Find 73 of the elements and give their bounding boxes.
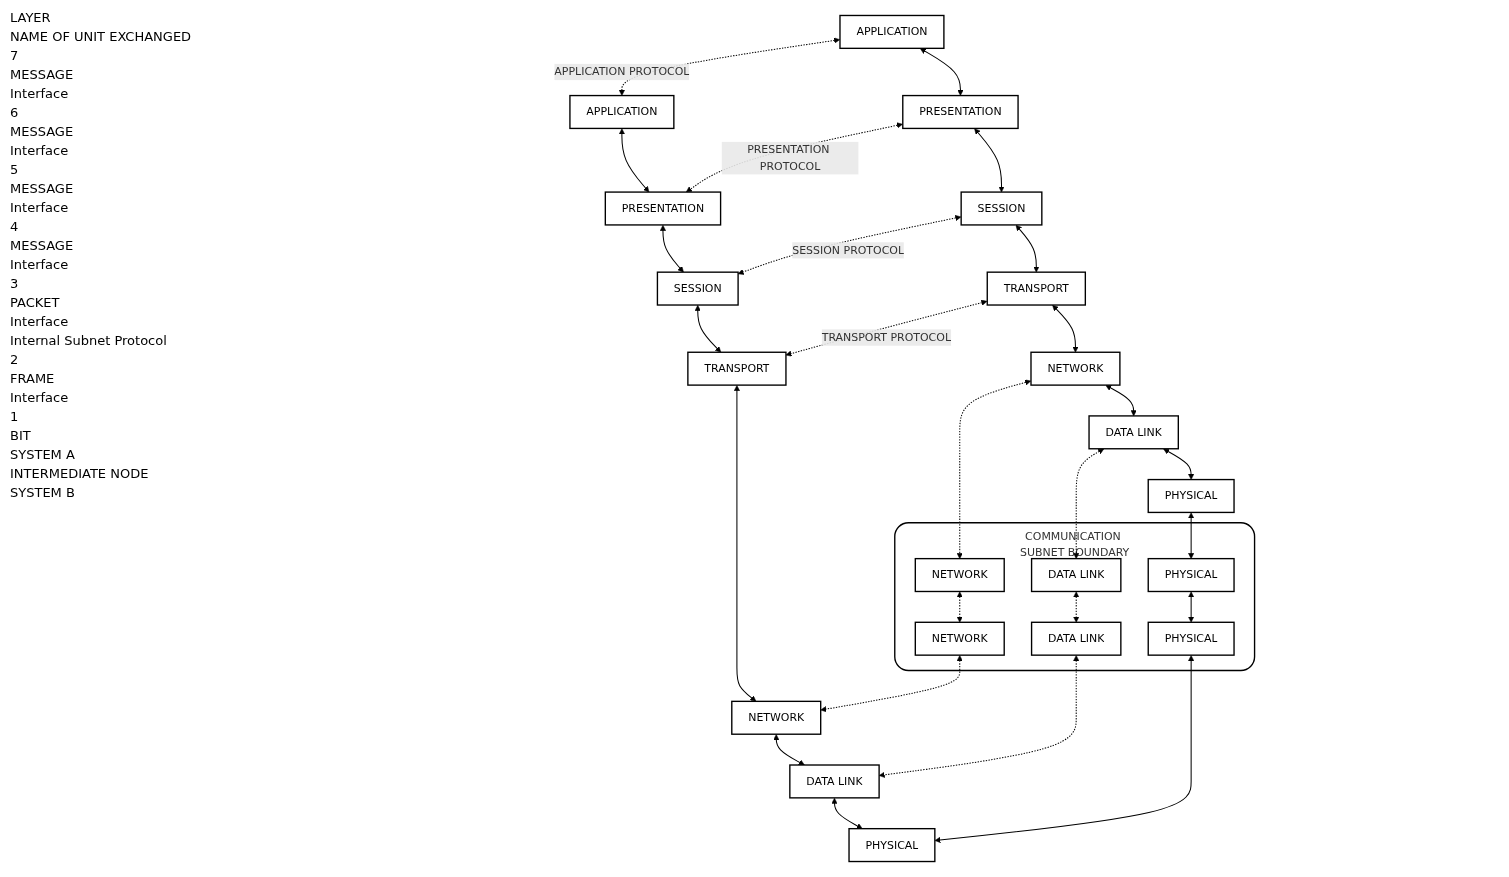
arrow — [974, 128, 1005, 193]
label-text: MESSAGE — [10, 238, 75, 253]
arrow — [934, 655, 1195, 843]
node-box: PRESENTATION — [604, 191, 722, 226]
label-text: Interface — [10, 390, 70, 405]
arrow — [1105, 384, 1137, 417]
label-text: Interface — [10, 200, 70, 215]
arrow — [820, 655, 963, 713]
label-text: BIT — [10, 428, 32, 443]
label-text: INTERMEDIATE NODE — [10, 466, 150, 481]
arrow — [1188, 591, 1195, 623]
arrow — [1073, 591, 1080, 623]
node-box: DATA LINK — [1088, 415, 1180, 450]
label-text: Internal Subnet Protocol — [10, 333, 168, 348]
node-box: DATA LINK — [1030, 557, 1122, 593]
node-box: DATA LINK — [1030, 621, 1122, 656]
arrow — [618, 128, 650, 193]
arrow — [686, 122, 903, 193]
label-text: FRAME — [10, 371, 56, 386]
arrow — [1052, 304, 1079, 353]
arrow — [831, 797, 863, 829]
node-box: PRESENTATION — [902, 94, 1019, 130]
arrow — [694, 305, 722, 353]
arrow — [733, 385, 757, 702]
label-text: 5 — [10, 162, 20, 177]
node-box: NETWORK — [1030, 351, 1121, 386]
node-box: APPLICATION — [569, 94, 675, 130]
label-text: 6 — [10, 105, 20, 120]
node-box: PHYSICAL — [1147, 478, 1235, 514]
arrow — [773, 734, 805, 766]
node-box: TRANSPORT — [986, 271, 1087, 306]
label-text: MESSAGE — [10, 181, 75, 196]
label-text: MESSAGE — [10, 124, 75, 139]
arrow — [1188, 512, 1195, 559]
node-box: DATA LINK — [789, 764, 880, 799]
node-box: PHYSICAL — [848, 828, 936, 863]
arrow — [920, 48, 964, 96]
node-box: SESSION — [656, 271, 739, 306]
label-text: Interface — [10, 257, 70, 272]
arrow — [1073, 448, 1105, 559]
edge-label: SESSION PROTOCOL — [792, 243, 905, 257]
label-text: PACKET — [10, 295, 61, 310]
arrow — [1163, 448, 1195, 480]
arrow — [1015, 224, 1040, 273]
label-text: 1 — [10, 409, 20, 424]
node-box: NETWORK — [914, 557, 1005, 593]
label-text: Interface — [10, 86, 70, 101]
arrow — [660, 224, 684, 273]
node-box: NETWORK — [731, 700, 822, 735]
label-text: NAME OF UNIT EXCHANGED — [10, 29, 193, 44]
label-text: Interface — [10, 143, 70, 158]
label-text: 3 — [10, 276, 20, 291]
edge-label: PRESENTATION PROTOCOL — [747, 143, 830, 173]
label-text: Interface — [10, 314, 70, 329]
edge-label: APPLICATION PROTOCOL — [554, 65, 690, 79]
node-box: APPLICATION — [839, 14, 945, 49]
label-text: LAYER — [10, 10, 52, 25]
label-text: 7 — [10, 48, 20, 63]
arrow — [956, 379, 1032, 559]
node-box: PHYSICAL — [1147, 557, 1235, 593]
node-box: NETWORK — [914, 621, 1005, 656]
label-text: 2 — [10, 352, 20, 367]
arrow — [737, 215, 962, 275]
arrow — [785, 299, 988, 357]
node-box: PHYSICAL — [1147, 621, 1235, 656]
label-text: 4 — [10, 219, 20, 234]
node-box: SESSION — [960, 191, 1043, 226]
label-text: SYSTEM A — [10, 447, 76, 462]
label-text: SYSTEM B — [10, 485, 76, 500]
arrow — [956, 591, 963, 623]
edge-label: TRANSPORT PROTOCOL — [821, 330, 952, 344]
node-box: TRANSPORT — [687, 351, 787, 386]
label-text: MESSAGE — [10, 67, 75, 82]
